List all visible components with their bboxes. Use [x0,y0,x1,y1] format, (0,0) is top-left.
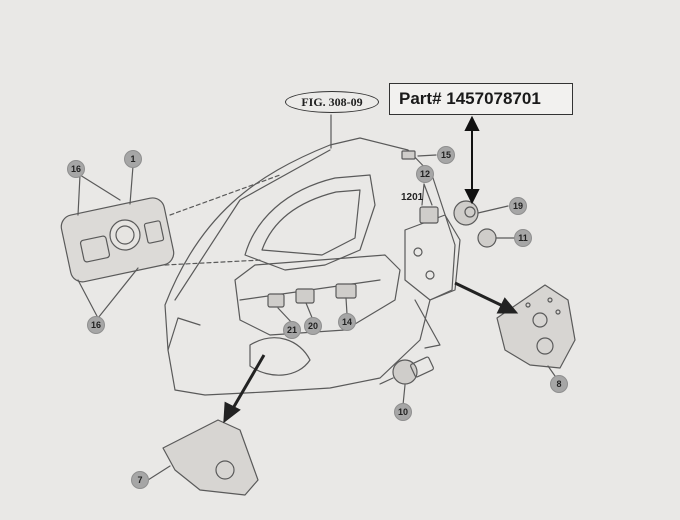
callout-19: 19 [509,197,527,215]
dash-outline [164,137,456,396]
center-console [234,254,401,336]
callout-14: 14 [338,313,356,331]
callout-1: 1 [124,150,142,168]
right-panel [404,214,461,301]
switch-21 [267,293,285,308]
callout-16-top: 16 [67,160,85,178]
callout-15: 15 [437,146,455,164]
figure-label: FIG. 308-09 [285,91,379,113]
instrument-bay [244,174,376,271]
callout-16-bottom: 16 [87,316,105,334]
label-1201: 1201 [401,192,424,203]
switch-12 [419,206,439,224]
instrument-bay-inner [261,189,361,256]
part-15 [401,150,416,160]
dash-left-fold [167,317,201,351]
callout-21: 21 [283,321,301,339]
switch-14 [335,283,357,299]
switch-20 [295,288,315,304]
part-number-box: Part# 1457078701 [389,83,573,115]
callout-12: 12 [416,165,434,183]
callout-10: 10 [394,403,412,421]
callout-8: 8 [550,375,568,393]
panel-8 [496,284,576,369]
dash-top-edge [174,149,331,301]
panel-7 [162,419,259,496]
callout-7: 7 [131,471,149,489]
cap-11 [477,228,497,248]
callout-20: 20 [304,317,322,335]
callout-11: 11 [514,229,532,247]
